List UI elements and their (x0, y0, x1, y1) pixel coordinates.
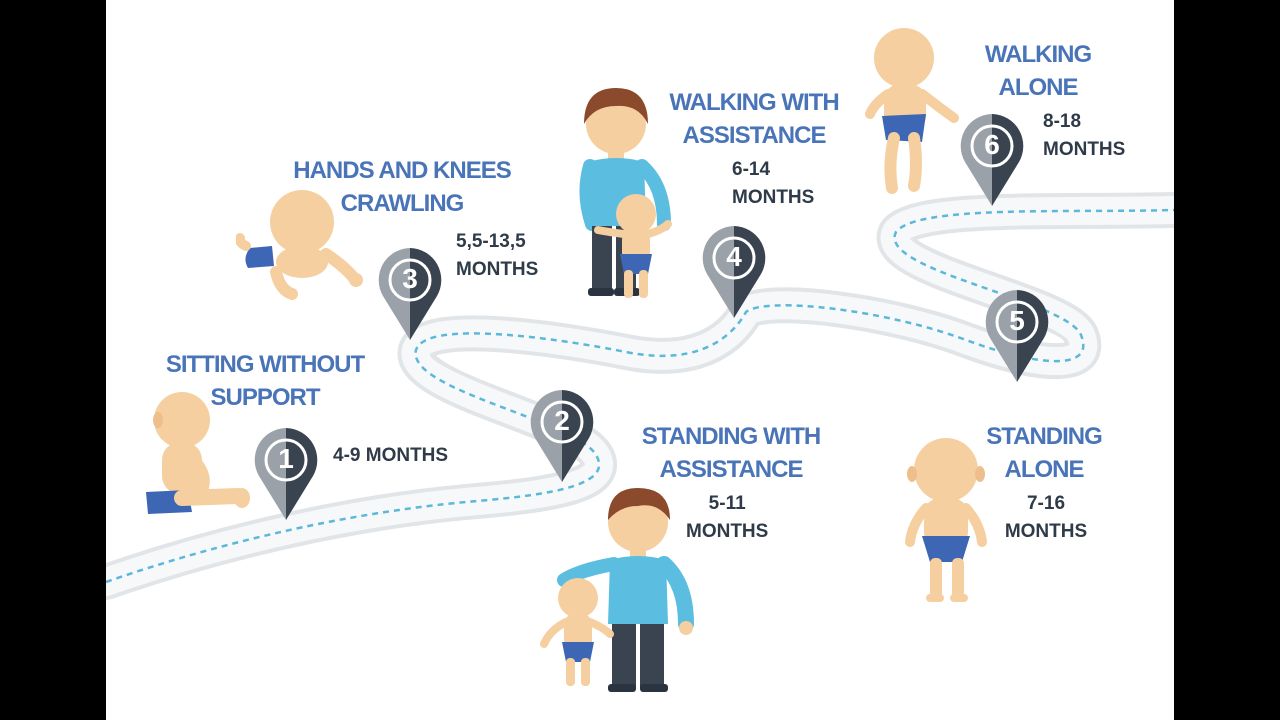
title-line: STANDING (986, 423, 1103, 450)
age-line: 5,5-13,5 (456, 231, 526, 252)
pin-number: 1 (278, 443, 294, 474)
milestone-pin-5[interactable]: 5 (985, 290, 1049, 382)
road-path (106, 192, 1174, 600)
age-line: 5-11 (708, 493, 746, 514)
milestone-diagram: SITTING WITHOUT SUPPORT 4-9 MONTHS 1 2 S… (106, 0, 1174, 720)
age-sitting-without-support: 4-9 MONTHS (333, 442, 448, 470)
pin-number: 3 (402, 263, 418, 294)
map-pin-icon (378, 248, 442, 340)
age-line: 4-9 MONTHS (333, 445, 449, 466)
milestone-pin-3[interactable]: 3 (378, 248, 442, 340)
age-line: 7-16 (1026, 493, 1066, 514)
title-line: WALKING (984, 41, 1092, 68)
age-line: MONTHS (1043, 139, 1126, 160)
title-line: SUPPORT (210, 384, 320, 411)
age-line: MONTHS (1004, 521, 1088, 542)
age-standing-with-assistance: 5-11 MONTHS (686, 490, 768, 546)
title-walking-with-assistance: WALKING WITH ASSISTANCE (654, 86, 854, 152)
title-line: WALKING WITH (669, 89, 839, 116)
pin-number: 6 (984, 129, 1000, 160)
age-hands-and-knees-crawling: 5,5-13,5 MONTHS (456, 228, 538, 284)
title-standing-with-assistance: STANDING WITH ASSISTANCE (626, 420, 836, 486)
milestone-pin-2[interactable]: 2 (530, 390, 594, 482)
title-hands-and-knees-crawling: HANDS AND KNEES CRAWLING (282, 154, 522, 220)
title-line: ALONE (1004, 456, 1085, 483)
title-line: HANDS AND KNEES (293, 157, 511, 184)
title-line: ASSISTANCE (659, 456, 804, 483)
title-line: ALONE (998, 74, 1079, 101)
map-pin-icon (985, 290, 1049, 382)
age-line: MONTHS (456, 259, 539, 280)
title-standing-alone: STANDING ALONE (974, 420, 1114, 486)
pin-number: 2 (554, 405, 570, 436)
age-line: 8-18 (1043, 111, 1082, 132)
map-pin-icon (254, 428, 318, 520)
milestone-pin-6[interactable]: 6 (960, 114, 1024, 206)
title-line: SITTING WITHOUT (165, 351, 365, 378)
age-walking-with-assistance: 6-14 MONTHS (732, 156, 814, 212)
adult-with-standing-baby-icon (540, 488, 694, 692)
road-dashes (106, 208, 1174, 584)
pin-number: 4 (726, 241, 742, 272)
title-line: CRAWLING (340, 190, 465, 217)
milestone-pin-1[interactable]: 1 (254, 428, 318, 520)
milestone-pin-4[interactable]: 4 (702, 226, 766, 318)
age-line: MONTHS (686, 521, 769, 542)
title-sitting-without-support: SITTING WITHOUT SUPPORT (160, 348, 370, 414)
map-pin-icon (960, 114, 1024, 206)
map-pin-icon (702, 226, 766, 318)
age-standing-alone: 7-16 MONTHS (996, 490, 1096, 546)
title-line: ASSISTANCE (682, 122, 827, 149)
title-line: STANDING WITH (641, 423, 822, 450)
pin-number: 5 (1009, 305, 1025, 336)
age-walking-alone: 8-18 MONTHS (1043, 108, 1125, 164)
age-line: 6-14 (732, 159, 771, 180)
adult-with-walking-baby-icon (579, 88, 672, 298)
map-pin-icon (530, 390, 594, 482)
sitting-baby-icon (146, 392, 250, 514)
standing-baby-icon (905, 438, 987, 602)
age-line: MONTHS (732, 187, 815, 208)
walking-baby-icon (865, 28, 959, 194)
title-walking-alone: WALKING ALONE (968, 38, 1108, 104)
crawling-baby-icon (236, 190, 363, 300)
